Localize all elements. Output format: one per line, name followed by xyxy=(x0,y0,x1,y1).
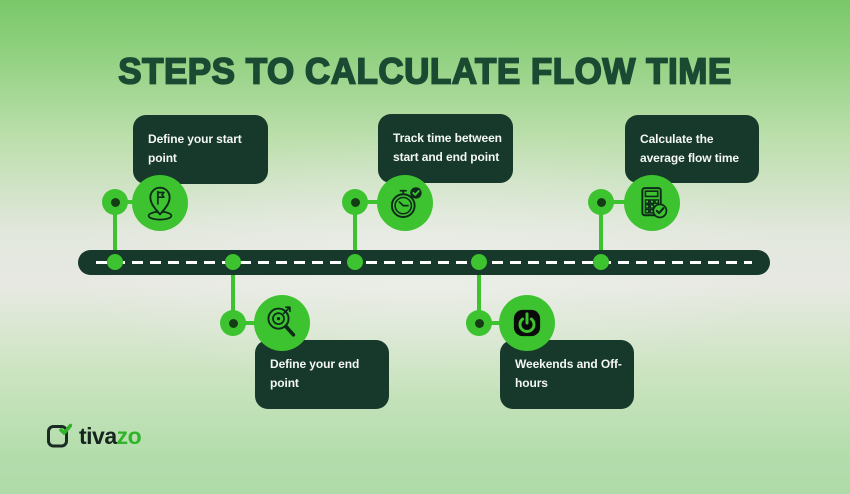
step-card-label: Define your start point xyxy=(148,132,242,165)
magnifier-target-icon xyxy=(267,306,296,337)
step-icon-circle xyxy=(624,175,680,231)
connector-node-dot xyxy=(596,197,606,207)
connector-node-dot xyxy=(110,197,120,207)
connector-node-dot xyxy=(228,318,238,328)
timeline-dashes xyxy=(96,261,752,264)
stopwatch-check-icon xyxy=(390,187,422,218)
connector-node xyxy=(466,310,492,336)
connector-node-dot xyxy=(350,197,360,207)
brand-name: tivazo xyxy=(79,422,142,450)
step-card-label: Calculate the average flow time xyxy=(640,132,740,165)
connector-line xyxy=(113,202,117,262)
timeline-node xyxy=(225,254,241,270)
timeline-node xyxy=(593,254,609,270)
location-pin-flag-icon xyxy=(147,186,173,221)
step-icon-circle xyxy=(499,295,555,351)
brand-logo: tivazo xyxy=(46,422,142,450)
connector-line xyxy=(353,202,357,262)
connector-node xyxy=(588,189,614,215)
timeline-bar xyxy=(78,250,770,275)
connector-line xyxy=(599,202,603,262)
step-icon-circle xyxy=(377,175,433,231)
page-title: STEPS TO CALCULATE FLOW TIME xyxy=(117,50,732,92)
step-card: Calculate the average flow time xyxy=(625,115,759,183)
step-card: Track time between start and end point xyxy=(378,114,513,183)
step-card: Define your start point xyxy=(133,115,268,184)
step-card-label: Define your end point xyxy=(270,357,360,390)
connector-node xyxy=(220,310,246,336)
connector-line xyxy=(477,262,481,323)
power-button-icon xyxy=(513,309,541,337)
connector-node xyxy=(102,189,128,215)
step-card-label: Weekends and Off-hours xyxy=(515,357,622,390)
step-icon-circle xyxy=(132,175,188,231)
brand-name-prefix: tiva xyxy=(79,422,117,449)
brand-logo-icon xyxy=(47,423,72,448)
step-card-label: Track time between start and end point xyxy=(393,131,502,164)
brand-name-suffix: zo xyxy=(116,422,142,449)
timeline-node xyxy=(471,254,487,270)
connector-node-dot xyxy=(474,318,484,328)
calculator-check-icon xyxy=(641,187,668,219)
timeline-node xyxy=(347,254,363,270)
step-icon-circle xyxy=(254,295,310,351)
timeline-node xyxy=(107,254,123,270)
step-card: Weekends and Off-hours xyxy=(500,340,634,409)
step-card: Define your end point xyxy=(255,340,389,409)
connector-node xyxy=(342,189,368,215)
connector-line xyxy=(231,262,235,323)
